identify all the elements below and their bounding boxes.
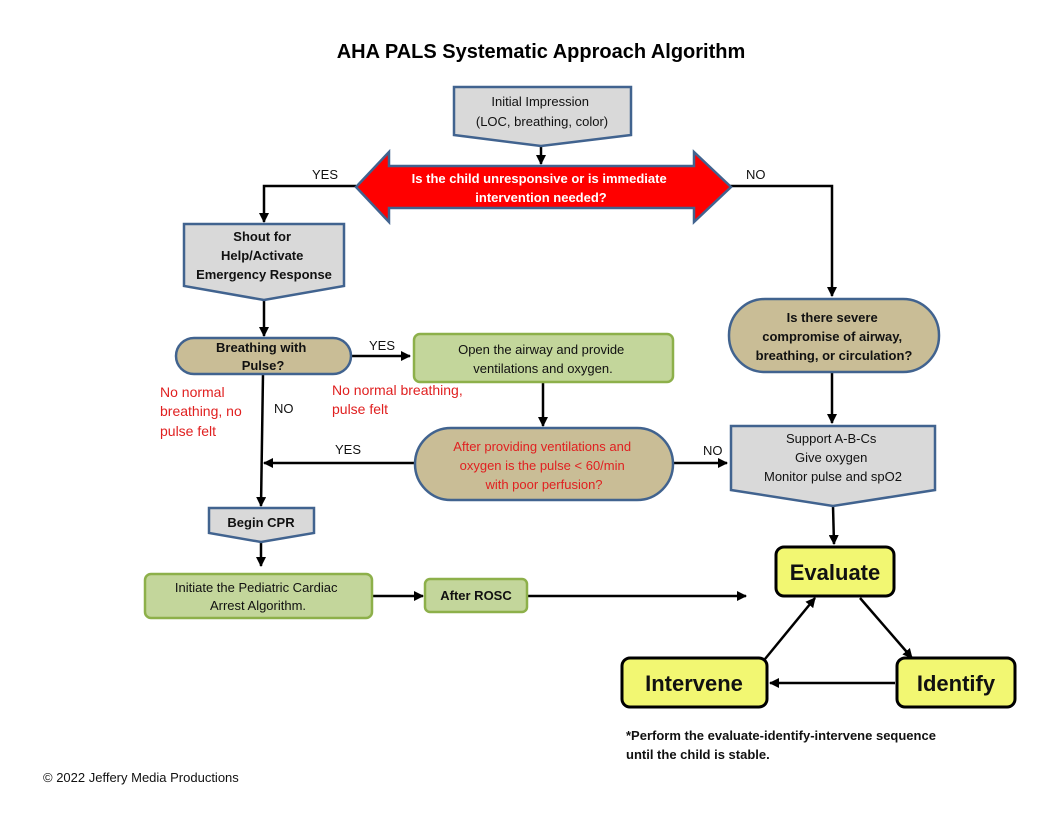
initiate-cardiac-arrest-text: Initiate the Pediatric Cardiac Arrest Al… <box>175 580 341 613</box>
arrow-support-to-evaluate <box>828 505 839 545</box>
edge-label-no-top: NO <box>746 167 766 182</box>
unresponsive-question-text: Is the child unresponsive or is immediat… <box>412 171 671 205</box>
node-severe-compromise: Is there severe compromise of airway, br… <box>727 297 941 374</box>
node-open-airway: Open the airway and provide ventilations… <box>412 332 675 384</box>
node-intervene: Intervene <box>620 656 769 709</box>
severe-compromise-text: Is there severe compromise of airway, br… <box>756 310 913 363</box>
breathing-with-pulse-text: Breathing with Pulse? <box>216 340 310 373</box>
node-breathing-with-pulse: Breathing with Pulse? <box>174 336 353 376</box>
open-airway-shape <box>412 332 675 384</box>
arrow-no-to-severe <box>728 184 837 297</box>
arrow-evaluate-to-identify <box>859 597 913 659</box>
begin-cpr-shape <box>207 506 316 544</box>
pulse-question-text: After providing ventilations and oxygen … <box>453 439 634 492</box>
evaluate-shape <box>774 545 896 598</box>
shout-for-help-shape <box>182 222 346 302</box>
node-pulse-question: After providing ventilations and oxygen … <box>413 426 675 502</box>
edge-label-no-breathing: NO <box>274 401 294 416</box>
node-identify: Identify <box>895 656 1017 709</box>
node-after-rosc: After ROSC <box>423 577 529 614</box>
node-evaluate: Evaluate <box>774 545 896 598</box>
annotation-no-breathing-pulse: No normal breathing, pulse felt <box>332 382 467 417</box>
arrow-yes-to-shout <box>259 184 356 223</box>
footnote: *Perform the evaluate-identify-intervene… <box>626 728 940 762</box>
begin-cpr-text: Begin CPR <box>227 515 295 530</box>
identify-text: Identify <box>917 671 996 696</box>
shout-for-help-text: Shout for Help/Activate Emergency Respon… <box>196 229 332 282</box>
severe-compromise-shape <box>727 297 941 374</box>
initiate-cardiac-arrest-shape <box>143 572 374 620</box>
after-rosc-shape <box>423 577 529 614</box>
intervene-text: Intervene <box>645 671 743 696</box>
intervene-shape <box>620 656 769 709</box>
open-airway-text: Open the airway and provide ventilations… <box>458 342 628 376</box>
node-initiate-cardiac-arrest: Initiate the Pediatric Cardiac Arrest Al… <box>143 572 374 620</box>
initial-impression-shape <box>452 85 633 148</box>
node-shout-for-help: Shout for Help/Activate Emergency Respon… <box>182 222 346 302</box>
after-rosc-text: After ROSC <box>440 588 512 603</box>
node-unresponsive-question: Is the child unresponsive or is immediat… <box>354 148 733 226</box>
node-initial-impression: Initial Impression (LOC, breathing, colo… <box>452 85 633 148</box>
copyright: © 2022 Jeffery Media Productions <box>43 770 239 785</box>
breathing-with-pulse-shape <box>174 336 353 376</box>
initial-impression-text: Initial Impression (LOC, breathing, colo… <box>476 94 608 129</box>
edge-label-yes-breathing: YES <box>369 338 395 353</box>
edge-label-no-pulse: NO <box>703 443 723 458</box>
edge-label-yes-top: YES <box>312 167 338 182</box>
edge-label-yes-pulse: YES <box>335 442 361 457</box>
support-abcs-text: Support A-B-Cs Give oxygen Monitor pulse… <box>764 431 902 484</box>
pulse-question-shape <box>413 426 675 502</box>
evaluate-text: Evaluate <box>790 560 881 585</box>
annotation-no-breathing-no-pulse: No normal breathing, no pulse felt <box>160 384 246 439</box>
arrow-intervene-to-evaluate <box>764 597 816 660</box>
arrow-breathing-no-to-cpr <box>256 373 267 507</box>
node-begin-cpr: Begin CPR <box>207 506 316 544</box>
double-arrow-shape <box>354 148 733 226</box>
node-support-abcs: Support A-B-Cs Give oxygen Monitor pulse… <box>729 424 937 508</box>
page-title: AHA PALS Systematic Approach Algorithm <box>337 41 746 63</box>
identify-shape <box>895 656 1017 709</box>
support-abcs-shape <box>729 424 937 508</box>
connectors <box>256 145 913 688</box>
